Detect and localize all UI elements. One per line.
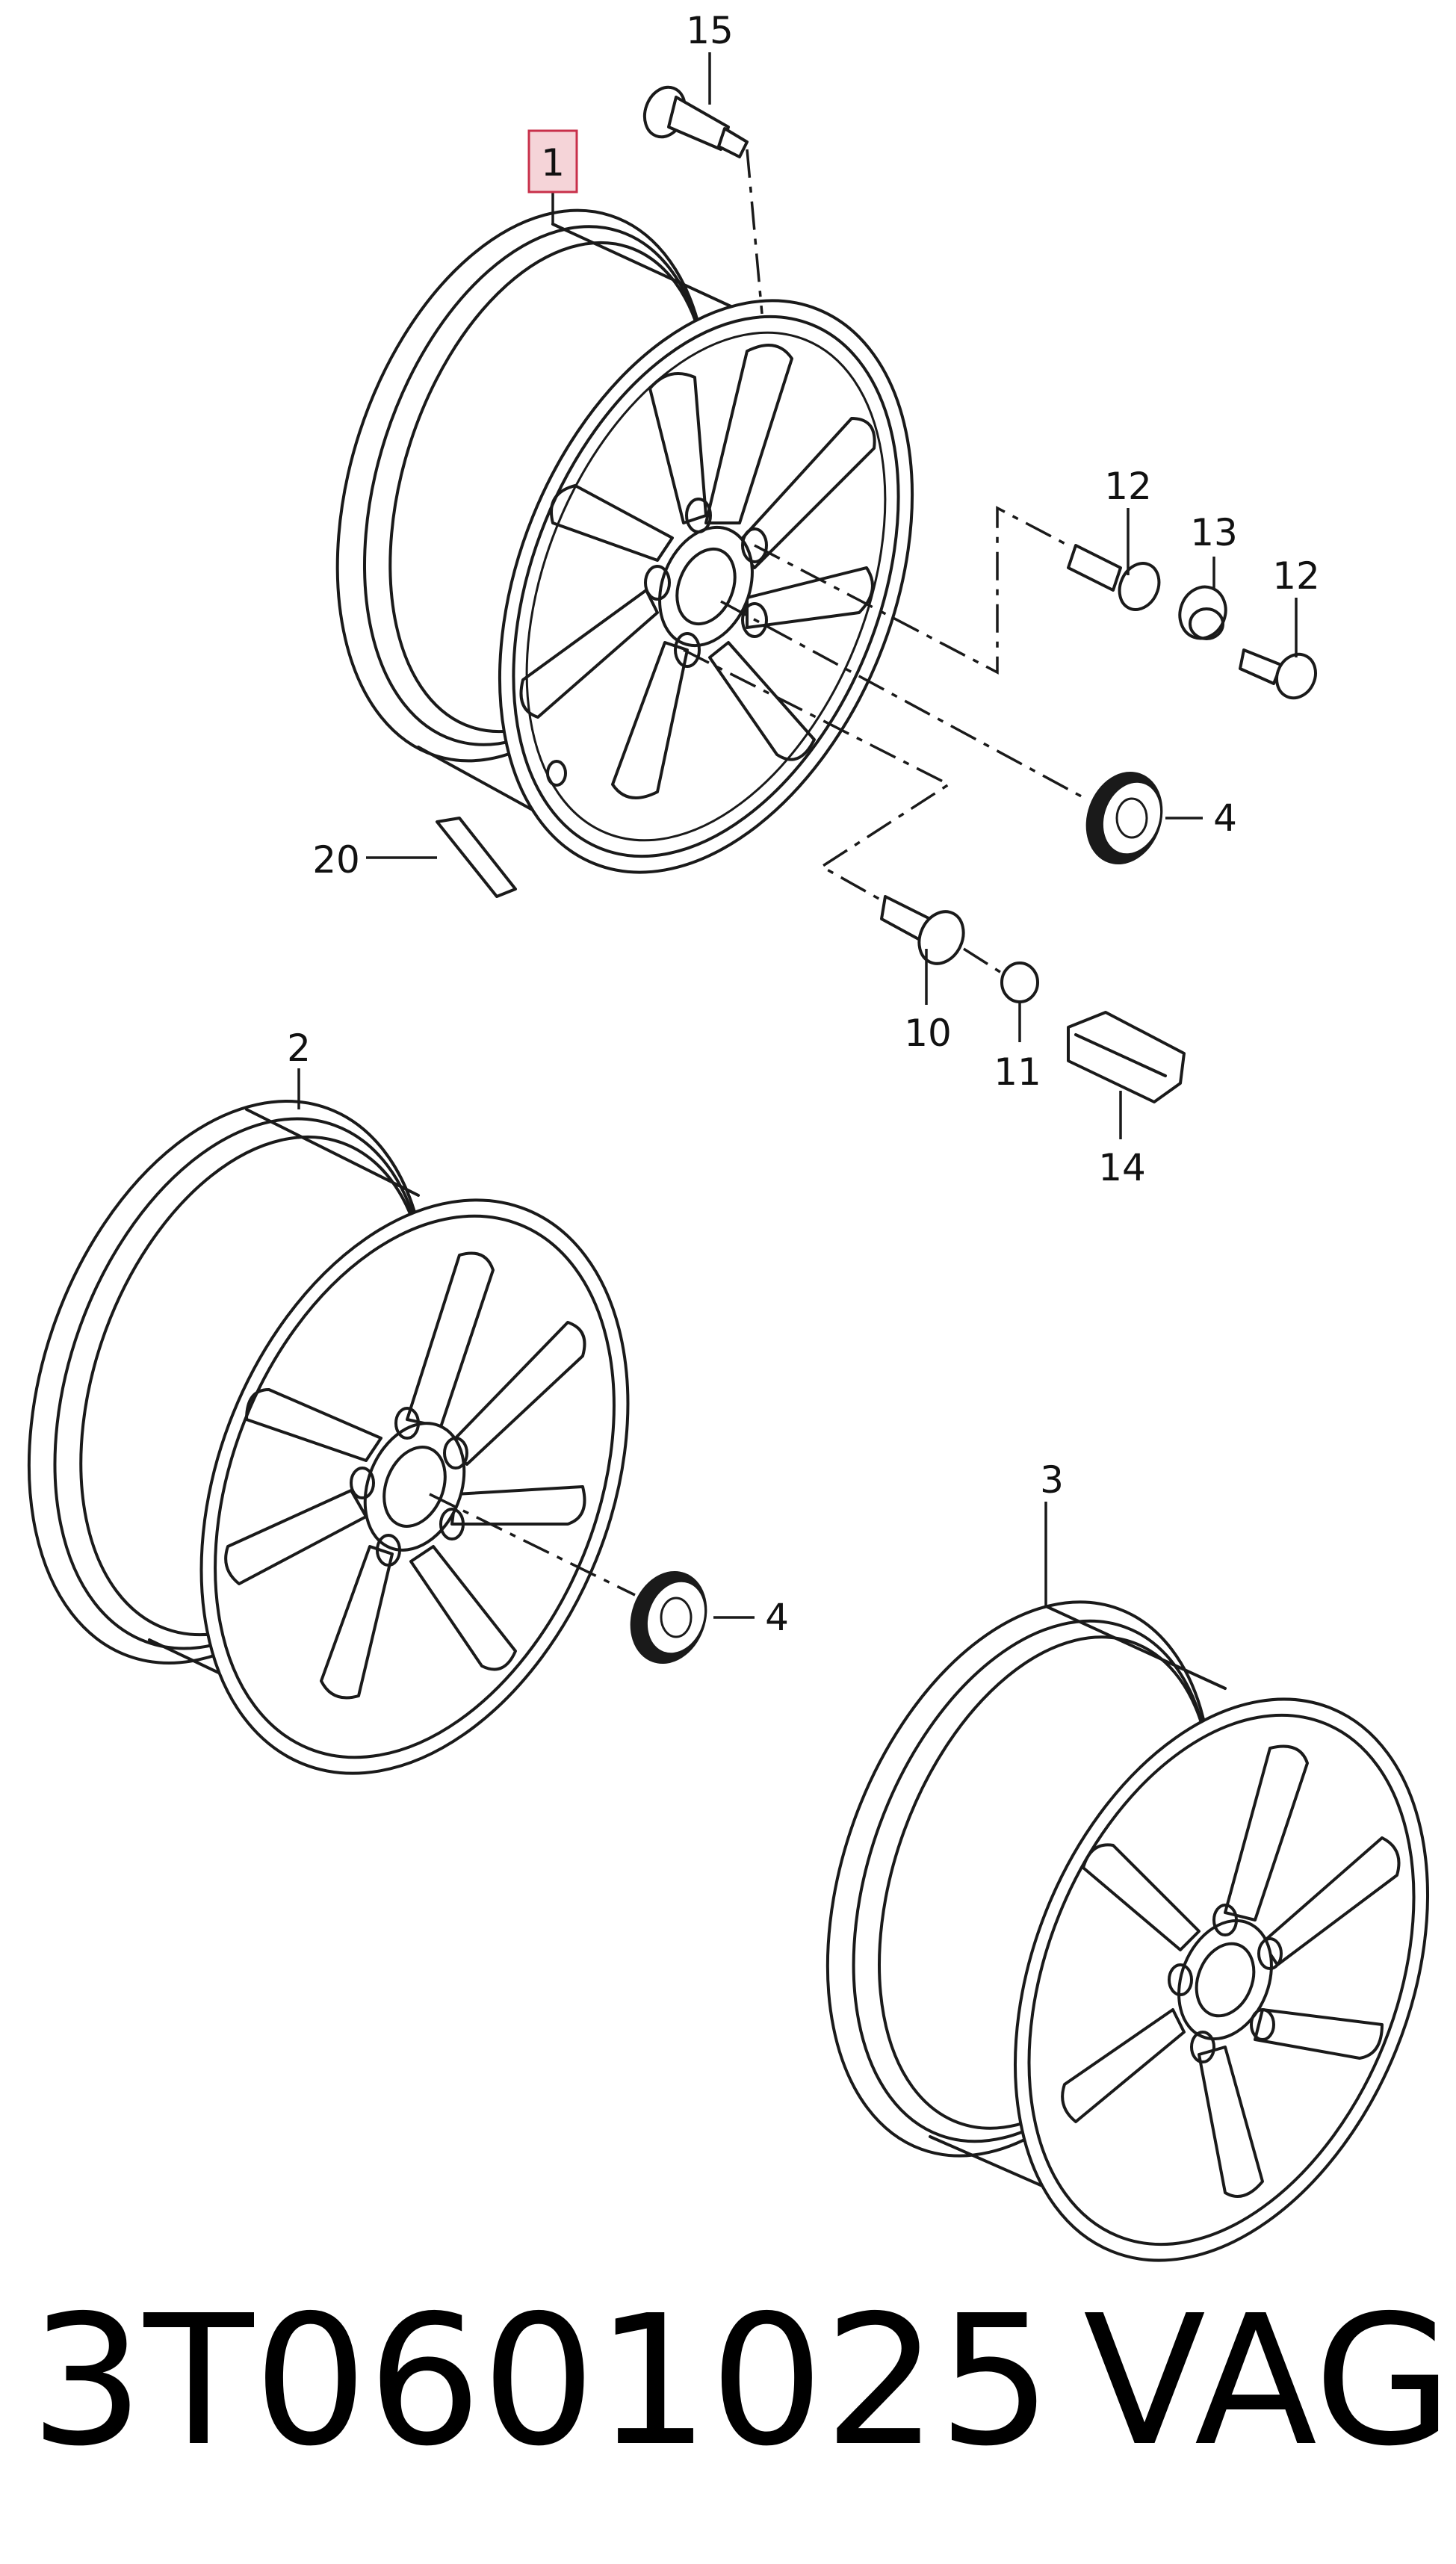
center-cap-lower [429, 1493, 707, 1665]
wheel-3 [825, 1600, 1429, 2262]
part-number: 3T0601025 [30, 2276, 1052, 2486]
balance-weight [436, 817, 517, 898]
callout-20[interactable]: 20 [312, 838, 360, 882]
callout-1-highlight [527, 129, 578, 193]
locking-bolt-set [754, 506, 1317, 700]
center-cap-upper [720, 600, 1163, 865]
callout-4-lower[interactable]: 4 [765, 1596, 789, 1639]
callout-14[interactable]: 14 [1098, 1146, 1146, 1189]
callout-3[interactable]: 3 [1040, 1458, 1064, 1502]
callout-1[interactable]: 1 [541, 141, 565, 185]
callout-10[interactable]: 10 [904, 1012, 952, 1055]
callout-11[interactable]: 11 [994, 1050, 1041, 1094]
wheel-2 [27, 1100, 630, 1775]
wheel-1 [335, 208, 914, 874]
callout-15[interactable]: 15 [686, 9, 734, 52]
leader-lines [297, 52, 1298, 1619]
callout-12-upper-right[interactable]: 12 [1272, 554, 1320, 598]
wheel-bolt-set [683, 648, 1186, 1103]
brand-label: VAG [1083, 2276, 1453, 2486]
callout-2[interactable]: 2 [287, 1026, 311, 1070]
callout-12-upper-left[interactable]: 12 [1104, 465, 1152, 508]
callout-labels: 1 15 12 13 12 4 20 10 11 14 2 4 3 [287, 9, 1320, 1639]
tire-valve [642, 85, 763, 315]
callout-13[interactable]: 13 [1190, 511, 1238, 554]
callout-4-upper[interactable]: 4 [1213, 796, 1237, 840]
